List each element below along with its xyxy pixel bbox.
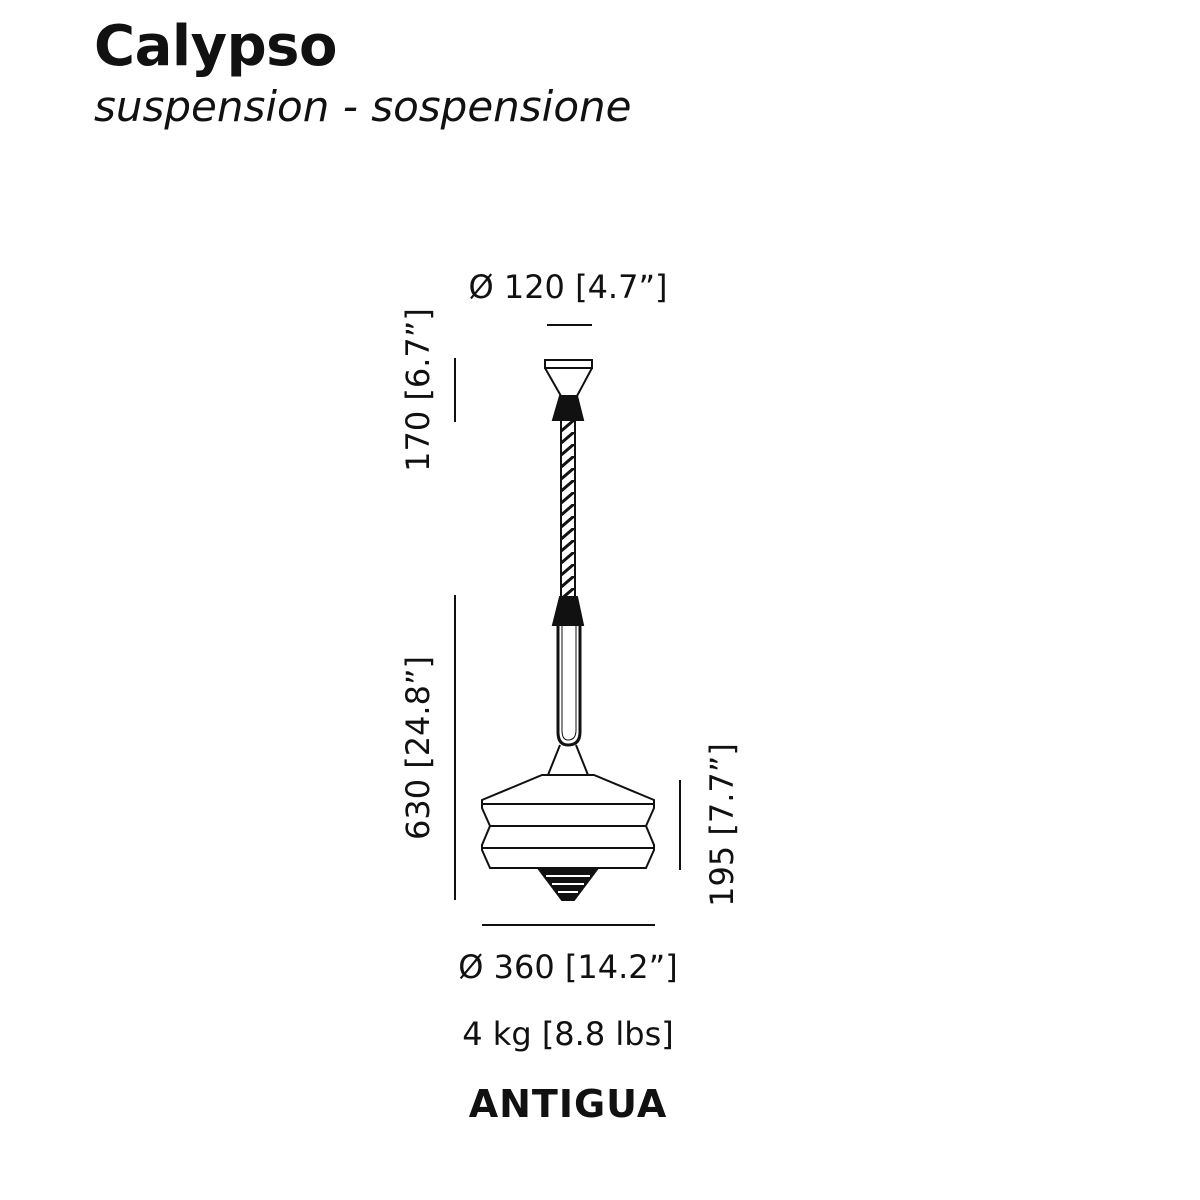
shade-diameter-label: Ø 360 [14.2”] [458, 948, 678, 986]
lower-cap [551, 596, 585, 626]
canopy-diameter-label: Ø 120 [4.7”] [468, 268, 668, 306]
shade [481, 744, 655, 901]
product-title: Calypso [94, 14, 337, 79]
canopy [544, 359, 593, 421]
canopy-height-label: 170 [6.7”] [399, 308, 437, 472]
finish-name: ANTIGUA [468, 1082, 668, 1126]
weight-label: 4 kg [8.8 lbs] [462, 1015, 674, 1053]
rope [560, 419, 576, 598]
hanger-loop [556, 625, 582, 747]
shade-height-label: 195 [7.7”] [703, 743, 741, 907]
total-height-label: 630 [24.8”] [399, 655, 437, 841]
product-subtitle: suspension - sospensione [94, 82, 632, 131]
